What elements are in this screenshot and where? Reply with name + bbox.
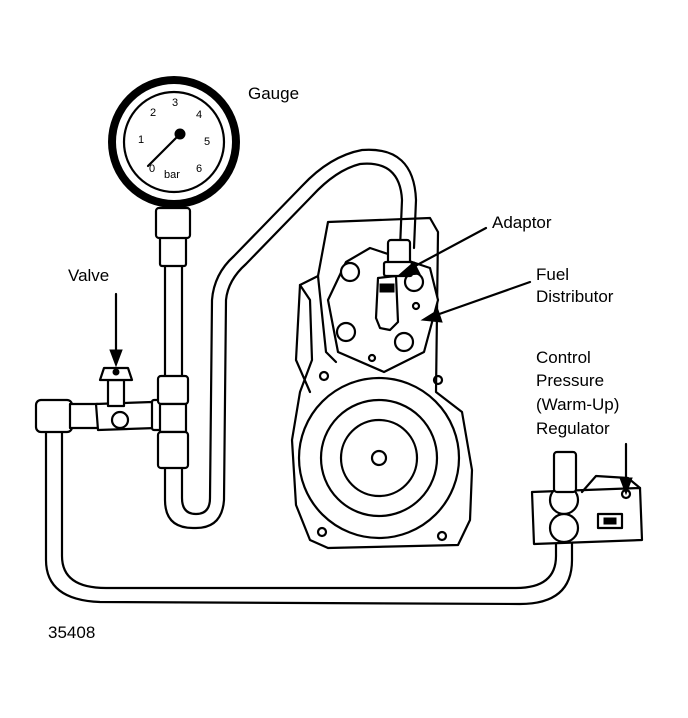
fuel-distributor-assembly (290, 216, 474, 550)
gauge-dial-number: 3 (172, 97, 178, 109)
gauge-label: Gauge (248, 84, 300, 103)
valve-label: Valve (68, 266, 110, 285)
gauge-dial-number: 0 (149, 163, 155, 175)
gauge-hose (163, 148, 418, 530)
adaptor-label: Adaptor (492, 213, 552, 232)
regulator-label-line4: Regulator (536, 419, 610, 438)
gauge-dial-number: 2 (150, 107, 156, 119)
supply-hose (44, 430, 574, 606)
regulator-label-line3: (Warm-Up) (536, 395, 620, 414)
regulator-label-line1: Control (536, 348, 591, 367)
control-pressure-regulator (530, 450, 644, 546)
fuel-distributor-label-line1: Fuel (536, 265, 570, 284)
valve-tee-assembly (34, 366, 168, 434)
gauge-dial-number: 4 (196, 109, 202, 121)
pressure-gauge: 0 1 2 3 4 5 6 bar (108, 76, 240, 208)
leader-arrows (109, 226, 633, 496)
gauge-dial-number: 5 (204, 136, 210, 148)
figure-number: 35408 (48, 623, 96, 642)
gauge-dial-number: 6 (196, 163, 202, 175)
gauge-unit: bar (164, 169, 180, 181)
gauge-line-fittings (154, 206, 192, 470)
regulator-label-line2: Pressure (536, 371, 605, 390)
gauge-dial-number: 1 (138, 134, 144, 146)
fuel-distributor-label-line2: Distributor (536, 287, 614, 306)
